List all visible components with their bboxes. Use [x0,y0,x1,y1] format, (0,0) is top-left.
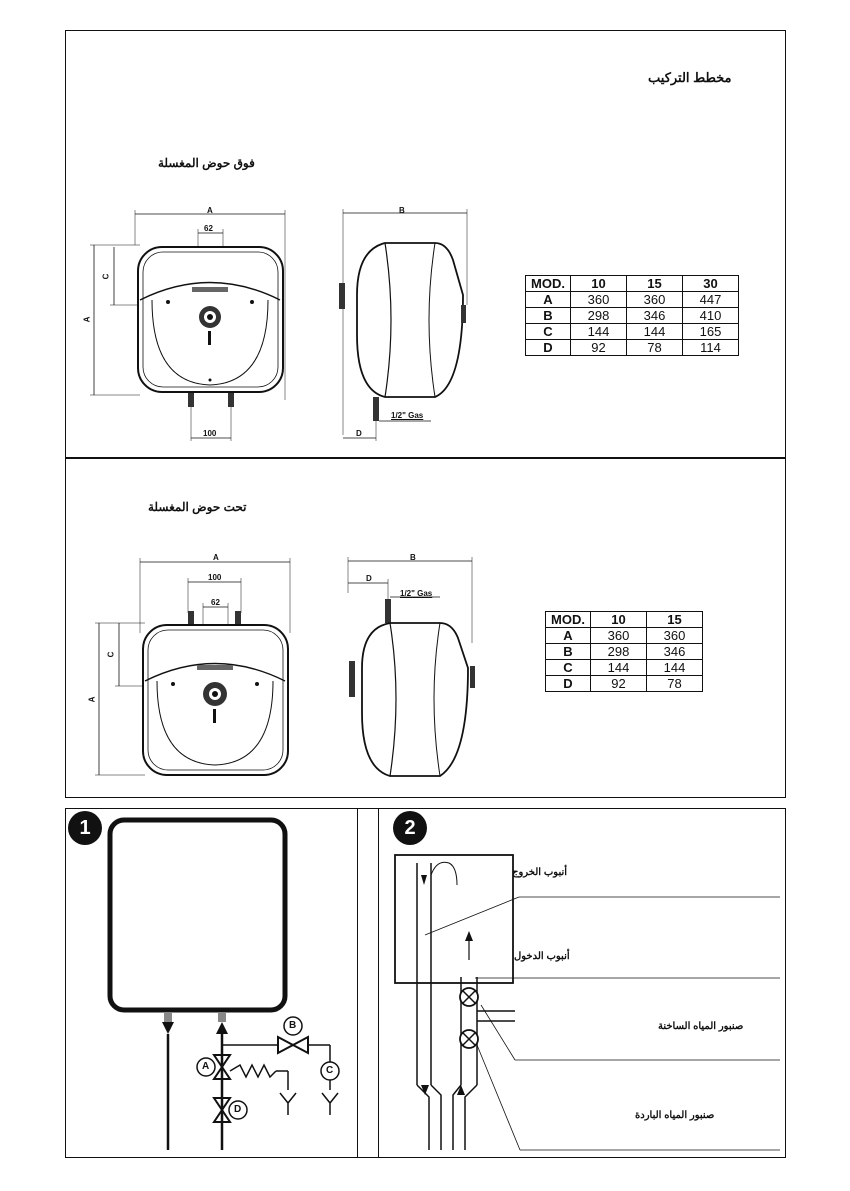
dim-62-below: 62 [211,598,220,607]
table-header: 15 [626,275,683,292]
table-cell: 360 [570,291,627,308]
table-header: MOD. [545,611,591,628]
model-table-below: MOD. 10 15 A 360 360 B 298 346 C 144 144… [545,611,703,692]
table-header: 10 [590,611,647,628]
table-header-row: MOD. 10 15 30 [525,275,739,292]
table-cell: 165 [682,323,739,340]
table-cell: A [545,627,591,644]
table-cell: 92 [590,675,647,692]
gas-label-above: 1/2" Gas [391,411,424,420]
valve-a-label: A [202,1061,210,1072]
table-cell: 298 [590,643,647,660]
dim-b-above: B [399,206,405,215]
table-cell: 114 [682,339,739,356]
table-header: 30 [682,275,739,292]
table-header-row: MOD. 10 15 [545,611,703,628]
table-row: C 144 144 [545,659,703,676]
dim-b-below: B [410,553,416,562]
figures-divider [357,808,358,1158]
heater-front-view-below [95,558,291,776]
table-cell: 360 [626,291,683,308]
model-table-above: MOD. 10 15 30 A 360 360 447 B 298 346 41… [525,275,739,356]
table-cell: 78 [626,339,683,356]
figure-2-badge: 2 [393,811,427,845]
figures-divider [378,808,379,1158]
dim-62-above: 62 [204,224,213,233]
heater-front-view-above [90,210,286,441]
table-cell: C [545,659,591,676]
hot-tap-label: صنبور المياه الساخنة [658,1021,744,1032]
table-cell: 298 [570,307,627,324]
table-cell: 360 [590,627,647,644]
table-cell: 410 [682,307,739,324]
table-row: A 360 360 447 [525,291,739,308]
cold-tap-label: صنبور المياه الباردة [635,1110,715,1121]
dim-100-above: 100 [203,429,217,438]
installation-panel [65,30,786,798]
table-cell: 144 [570,323,627,340]
valve-d-label: D [234,1104,242,1115]
figure-1-badge: 1 [68,811,102,845]
table-cell: 346 [626,307,683,324]
above-sink-label: فوق حوض المغسلة [158,156,255,170]
table-cell: 144 [626,323,683,340]
table-cell: 144 [590,659,647,676]
table-cell: D [525,339,571,356]
page-title: مخطط التركيب [648,70,732,85]
table-cell: B [525,307,571,324]
valve-c-label: C [326,1065,334,1076]
gas-label-below: 1/2" Gas [400,589,433,598]
dim-d-below: D [366,574,372,583]
panel-divider [65,457,786,459]
dim-c-above: C [101,273,111,280]
table-cell: 447 [682,291,739,308]
dim-a-top-below: A [213,553,219,562]
inlet-pipe-label: أنبوب الدخول [514,951,570,962]
figures-panel [65,808,786,1158]
dim-a-top-above: A [207,206,213,215]
table-cell: 360 [646,627,703,644]
figure-2-diagram [394,854,780,1151]
table-header: 15 [646,611,703,628]
valve-b-label: B [289,1020,297,1031]
table-cell: B [545,643,591,660]
table-cell: 78 [646,675,703,692]
table-row: D 92 78 114 [525,339,739,356]
heater-side-view-below [347,557,475,777]
table-cell: 92 [570,339,627,356]
dim-a-left-above: A [82,316,92,323]
table-row: C 144 144 165 [525,323,739,340]
outlet-pipe-label: أنبوب الخروج [512,867,568,878]
dim-a-left-below: A [87,696,97,703]
dim-d-above: D [356,429,362,438]
dim-c-below: C [106,651,116,658]
table-cell: D [545,675,591,692]
table-row: A 360 360 [545,627,703,644]
table-cell: C [525,323,571,340]
dim-100-below: 100 [208,573,222,582]
heater-side-view-above [339,209,468,441]
table-cell: 346 [646,643,703,660]
table-cell: A [525,291,571,308]
table-row: D 92 78 [545,675,703,692]
table-header: 10 [570,275,627,292]
figure-1-diagram [107,817,340,1150]
table-row: B 298 346 410 [525,307,739,324]
table-row: B 298 346 [545,643,703,660]
table-cell: 144 [646,659,703,676]
table-header: MOD. [525,275,571,292]
below-sink-label: تحت حوض المغسلة [148,500,247,514]
